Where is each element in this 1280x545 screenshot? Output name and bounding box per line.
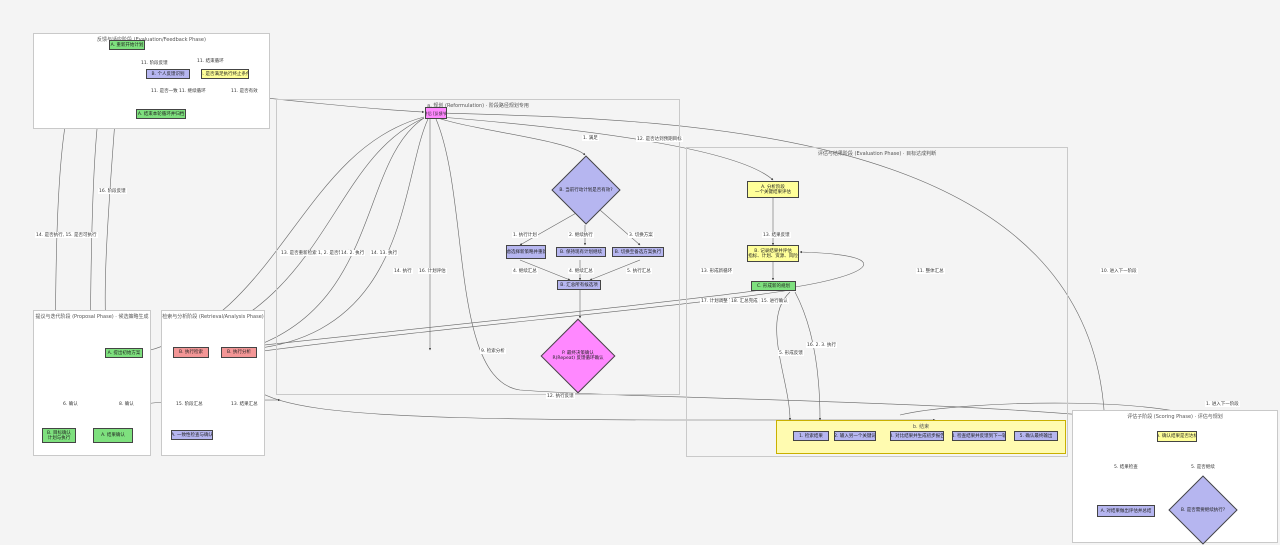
node-merge[interactable]: B. 汇总所有候选项: [557, 280, 601, 290]
node-decision[interactable]: B. 当前行动计划是否有效?: [551, 155, 621, 225]
node-prop1[interactable]: A. 提出初始方案: [105, 348, 143, 358]
edge-label: 9. 检索分析: [480, 348, 506, 354]
decision-label: B. 当前行动计划是否有效?: [559, 187, 613, 193]
edge-label: 16. 阶段反馈: [98, 188, 127, 194]
edge-label: 3. 切换方案: [628, 232, 654, 238]
node-opt3[interactable]: B. 切换至备选方案执行: [612, 247, 664, 257]
node-prop2[interactable]: B. 目标确认 计划与执行: [42, 428, 76, 443]
edge-line: [199, 285, 791, 353]
edge-line: [255, 117, 425, 347]
node-prop3[interactable]: A. 结果确认: [93, 428, 133, 443]
edge-label: 13. 是否重新检索 1, 2. 是否需要检索: [280, 250, 358, 256]
edge-label: 8. 确认: [118, 401, 135, 407]
ev1-line2: 一个关键结果评估: [755, 189, 791, 195]
edge-label: 10. 进入下一阶段: [1100, 268, 1138, 274]
node-fb-b[interactable]: B. 是否满足执行终止条件: [201, 69, 249, 79]
ev2-line1: B. 记录结果并评估: [754, 248, 792, 254]
node-sub1[interactable]: 1. 检索结果: [793, 431, 829, 441]
edge-label: 13. 结果汇总: [230, 401, 259, 407]
edge-label: 16. 计划评估: [418, 268, 447, 274]
prop2-line2: 计划与执行: [47, 435, 71, 441]
edge-label: 13. 结果反馈: [762, 232, 791, 238]
edge-label: 2. 继续执行: [568, 232, 594, 238]
node-hub[interactable]: 合并后 [反馈节点]: [425, 107, 447, 119]
group-title: 检索与分析阶段 (Retrieval/Analysis Phase): [162, 314, 264, 320]
edge-label: 12. 是否达到预期目标: [636, 136, 683, 142]
group-title: a. 规划 (Reformulation) · 阶段路径规划专用: [427, 103, 529, 109]
edge-label: 11. 继续循环: [178, 88, 207, 94]
edge-line: [599, 209, 641, 246]
edge-label: 11. 是否有效: [230, 88, 259, 94]
node-opt2[interactable]: B. 保持现有计划继续: [556, 247, 606, 257]
edge-label: 15. 进行确认: [760, 298, 789, 304]
final-decision-line1: P. 最终决策确认: [562, 351, 594, 356]
node-sc-diamond[interactable]: B. 是否需要继续执行?: [1168, 475, 1238, 545]
node-sub3[interactable]: 3. 对比结果并生成初步报告: [890, 431, 944, 441]
group-title: 评估子阶段 (Scoring Phase) · 评估与规划: [1127, 414, 1223, 420]
group-title: 提议与迭代阶段 (Proposal Phase) · 候选策略生成: [35, 314, 149, 320]
edge-line: [519, 207, 586, 246]
node-ret3[interactable]: A. 一致性检查与确认: [171, 430, 213, 440]
edge-line: [439, 112, 1107, 431]
edge-line: [439, 116, 774, 181]
prop2-line1: B. 目标确认: [47, 430, 71, 436]
edge-label: 1. 满足: [582, 135, 599, 141]
edge-label: 1. 执行计划: [512, 232, 538, 238]
node-sc-a[interactable]: A. 对结果做出评估并总结: [1097, 505, 1155, 517]
group-title: b. 结束: [912, 424, 930, 430]
edge-line: [794, 291, 822, 421]
edge-label: 15. 阶段汇总: [175, 401, 204, 407]
node-sub2[interactable]: 2. 输入另一个关键词: [834, 431, 876, 441]
node-sub4[interactable]: 4. 检查结果并反馈到下一轮: [952, 431, 1006, 441]
edge-label: 11. 是否一致: [150, 88, 179, 94]
edge-label: 6. 确认: [62, 401, 79, 407]
node-ret2[interactable]: B. 执行分析: [221, 347, 257, 358]
node-opt1[interactable]: B. 考虑选择新策略并重新分析: [506, 245, 546, 259]
edge-label: 11. 结束循环: [196, 58, 225, 64]
node-fb-a[interactable]: B. 个人反馈识别: [146, 69, 190, 79]
node-fb-c[interactable]: A. 结束本轮循环并归档: [136, 109, 186, 119]
edge-line: [519, 259, 571, 281]
edge-label: 4. 继续汇总: [568, 268, 594, 274]
edge-label: 4. 继续汇总: [512, 268, 538, 274]
final-decision-label: P. 最终决策确认 R(Repeat) 反馈循环确认: [553, 351, 604, 361]
edge-label: 13. 形成新循环: [700, 268, 734, 274]
edge-label: 5. 结果检查: [1113, 464, 1139, 470]
node-ret1[interactable]: B. 执行检索: [173, 347, 209, 358]
edge-label: 14. 2. 执行: [340, 250, 366, 256]
edge-label: 5. 执行汇总: [626, 268, 652, 274]
group-evaluation: 评估与结果阶段 (Evaluation Phase) · 目标达成判断: [686, 147, 1068, 457]
edge-label: 5. 是否继续: [1190, 464, 1216, 470]
edge-label: 11. 阶段反馈: [140, 60, 169, 66]
group-title: 评估与结果阶段 (Evaluation Phase) · 目标达成判断: [817, 151, 937, 157]
edge-label: 5. 形成反馈: [778, 350, 804, 356]
node-final-decision[interactable]: P. 最终决策确认 R(Repeat) 反馈循环确认: [540, 318, 616, 394]
edge-line: [589, 259, 641, 281]
group-title: 反馈与适应阶段 (Evaluation/Feedback Phase): [97, 37, 206, 43]
edge-label: 17. 计划调整: [700, 298, 729, 304]
edge-label: 1. 进入下一阶段: [1205, 401, 1240, 407]
edge-label: 14. 是否执行, 15. 是否可执行: [35, 232, 98, 238]
edge-label: 12. 执行反馈: [546, 393, 575, 399]
ev2-line2: 指标、计划、资源、风险: [748, 253, 798, 259]
node-sub5[interactable]: 5. 确认最终输出: [1014, 431, 1058, 441]
edge-label: 16. 2. 3. 执行: [806, 342, 838, 348]
sc-diamond-label: B. 是否需要继续执行?: [1180, 507, 1226, 513]
edge-line: [434, 116, 586, 156]
edge-label: 11. 整体汇总: [916, 268, 945, 274]
edge-label: 14. 13. 执行: [370, 250, 399, 256]
edge-line: [255, 289, 791, 353]
node-ev3[interactable]: C. 形成新的规划: [751, 281, 796, 291]
node-ev1[interactable]: A. 分析阶段 一个关键结果评估: [747, 181, 799, 198]
edge-label: 14. 执行: [393, 268, 413, 274]
edge-label: 18. 汇总完成: [730, 298, 759, 304]
ev1-line1: A. 分析阶段: [761, 184, 785, 190]
node-ev2[interactable]: B. 记录结果并评估 指标、计划、资源、风险: [747, 245, 799, 262]
node-sc-top[interactable]: A. 确认结果是否达标: [1157, 431, 1197, 442]
node-fb-start[interactable]: A. 重新开始计划: [109, 40, 145, 50]
edge-line: [794, 250, 865, 288]
group-planning: a. 规划 (Reformulation) · 阶段路径规划专用: [276, 99, 680, 395]
final-decision-line2: R(Repeat) 反馈循环确认: [552, 356, 604, 361]
